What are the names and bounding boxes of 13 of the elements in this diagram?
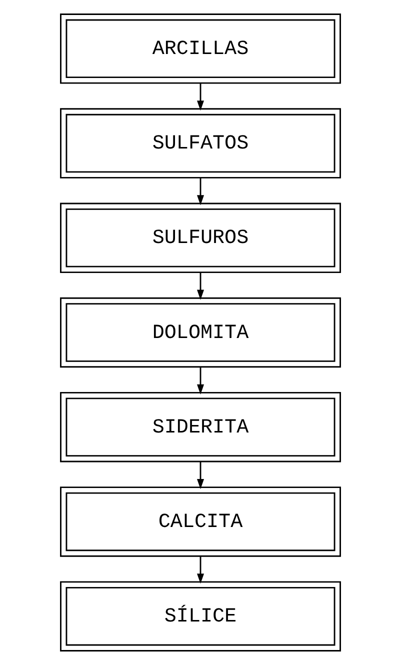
node-box: SIDERITA [60,392,340,462]
node-box: SÍLICE [60,581,340,652]
node-box: ARCILLAS [60,14,340,84]
arrow [196,272,204,300]
node-box: SULFATOS [60,108,340,178]
node-box: SULFUROS [60,202,340,274]
arrow [196,83,204,111]
arrow [196,462,204,490]
arrow [196,178,204,206]
arrow [196,556,204,584]
node-box: DOLOMITA [60,297,340,368]
node-box: CALCITA [60,486,340,557]
arrow [196,367,204,394]
